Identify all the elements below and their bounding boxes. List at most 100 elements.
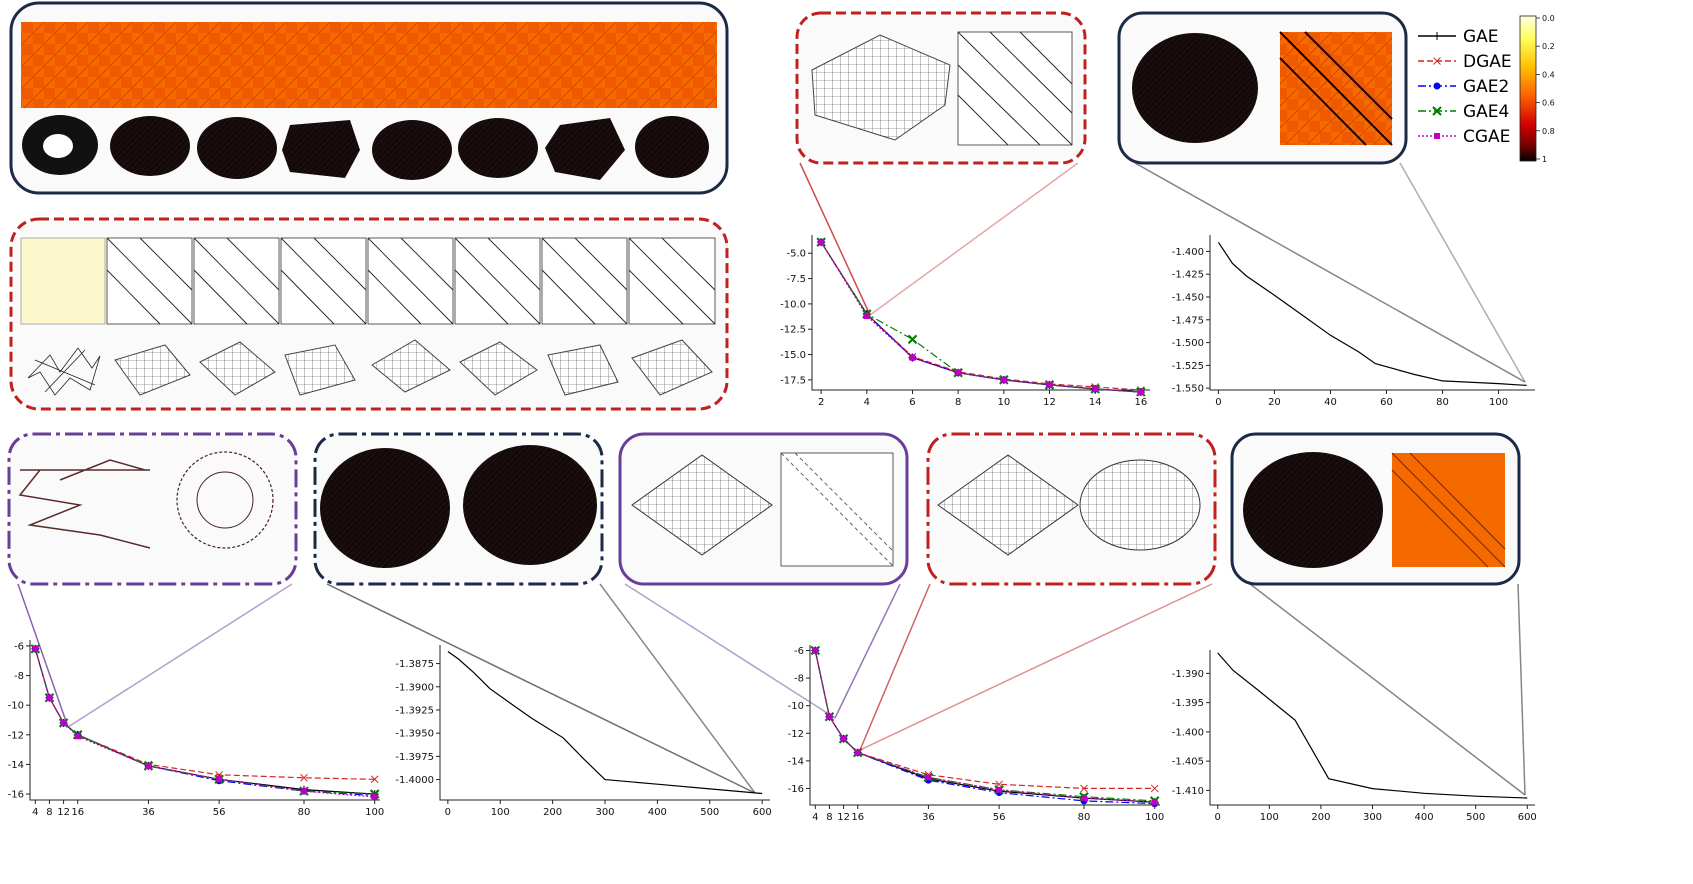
x-tick-label: 60 [1380, 397, 1393, 408]
adjacency-inset [957, 31, 1073, 146]
y-tick-label: -16 [8, 790, 24, 801]
y-tick-label: -6 [794, 646, 804, 657]
grid-drawing-6 [459, 341, 538, 396]
series-line-gae4 [820, 241, 1141, 393]
y-tick-label: -10 [8, 701, 24, 712]
legend-marker-cgae [1434, 133, 1440, 139]
x-tick-label: 80 [298, 807, 311, 818]
data-point-cgae [840, 735, 847, 742]
x-tick-label: 100 [1260, 812, 1279, 823]
x-tick-label: 20 [1268, 397, 1281, 408]
data-point-cgae [996, 786, 1003, 793]
graph-drawing-6 [458, 118, 538, 178]
y-tick-label: -1.550 [1172, 384, 1204, 395]
data-point-cgae [826, 713, 833, 720]
series-line-dgae [814, 650, 1155, 790]
x-tick-label: 16 [71, 807, 84, 818]
data-point-gae4 [907, 334, 918, 345]
x-tick-label: 100 [365, 807, 384, 818]
legend-marker-gae2 [1433, 82, 1441, 90]
x-tick-label: 56 [213, 807, 226, 818]
heatmap-inset [1279, 31, 1393, 146]
data-point-dgae [370, 775, 379, 784]
x-tick-label: 12 [57, 807, 70, 818]
x-tick-label: 100 [491, 807, 510, 818]
y-tick-label: -8 [14, 671, 24, 682]
y-tick-label: -1.410 [1172, 786, 1204, 797]
x-tick-label: 12 [837, 812, 850, 823]
y-tick-label: -12.5 [780, 325, 806, 336]
graph-drawing-row [22, 115, 709, 180]
heatmap-orange [1391, 452, 1506, 568]
series-line-cgae [34, 648, 375, 798]
top-left-inset [9, 1, 729, 195]
y-tick-label: -1.525 [1172, 361, 1204, 372]
data-point-cgae [145, 762, 152, 769]
y-tick-label: -1.450 [1172, 293, 1204, 304]
series-line-dgae [820, 241, 1141, 391]
series-line-cgae [814, 650, 1155, 803]
bottom-inset-3 [618, 432, 909, 586]
series-line-gae [34, 648, 375, 795]
graph-drawing-inset [1132, 33, 1258, 143]
colorbar-ticks: 0.00.20.40.60.81 [1536, 14, 1555, 164]
y-tick-label: -8 [794, 674, 804, 685]
graph-drawing-7 [545, 118, 625, 180]
y-tick-label: -1.4000 [395, 775, 434, 786]
x-tick-label: 8 [46, 807, 52, 818]
x-tick-label: 12 [1043, 397, 1056, 408]
y-tick-label: -5.0 [786, 249, 806, 260]
y-tick-label: -1.395 [1172, 698, 1204, 709]
x-tick-label: 100 [1145, 812, 1164, 823]
heatmap-4 [282, 22, 369, 108]
x-tick-label: 8 [955, 397, 961, 408]
data-point-cgae [909, 354, 916, 361]
x-tick-label: 80 [1078, 812, 1091, 823]
y-tick-label: -1.3950 [395, 729, 434, 740]
grid-drawing-1 [27, 347, 101, 396]
y-tick-label: -1.500 [1172, 338, 1204, 349]
heatmap-5 [369, 22, 456, 108]
data-point-cgae [1046, 381, 1053, 388]
data-point-cgae [1000, 376, 1007, 383]
legend-label-cgae: CGAE [1463, 127, 1510, 147]
connector-lines [17, 162, 1526, 796]
heatmap-7 [543, 22, 630, 108]
colorbar-tick-label: 0.4 [1542, 70, 1555, 79]
series-line-gae2 [34, 648, 375, 797]
adjacency-8 [628, 237, 716, 325]
x-tick-label: 500 [1466, 812, 1485, 823]
bottom-inset-1 [7, 432, 298, 586]
axes [809, 645, 1160, 806]
series-line-cgae [820, 241, 1141, 393]
data-point-cgae [812, 647, 819, 654]
heatmap-row [21, 22, 717, 108]
chain-drawing [18, 459, 151, 549]
bottom-inset-5 [1230, 432, 1521, 586]
x-tick-label: 16 [851, 812, 864, 823]
graph-drawing-3 [197, 117, 277, 179]
grid-drawing-7 [547, 344, 619, 396]
y-tick-label: -1.3925 [395, 705, 434, 716]
grid-drawing-row [27, 339, 713, 396]
mesh-drawing-tangled [1079, 459, 1201, 551]
data-point-cgae [863, 313, 870, 320]
legend-label-gae2: GAE2 [1463, 77, 1509, 97]
data-point-cgae [46, 694, 53, 701]
axes [29, 640, 380, 801]
data-point-cgae [854, 749, 861, 756]
adjacency-5 [367, 237, 454, 325]
adjacency-row [20, 237, 716, 325]
x-tick-label: 500 [700, 807, 719, 818]
x-tick-label: 4 [864, 397, 870, 408]
top-center-inset [795, 11, 1087, 165]
x-tick-label: 36 [142, 807, 155, 818]
data-point-dgae [300, 773, 308, 782]
heatmap-6 [456, 22, 543, 108]
x-tick-label: 4 [812, 812, 818, 823]
x-tick-label: 0 [1215, 397, 1221, 408]
x-tick-label: 80 [1436, 397, 1449, 408]
